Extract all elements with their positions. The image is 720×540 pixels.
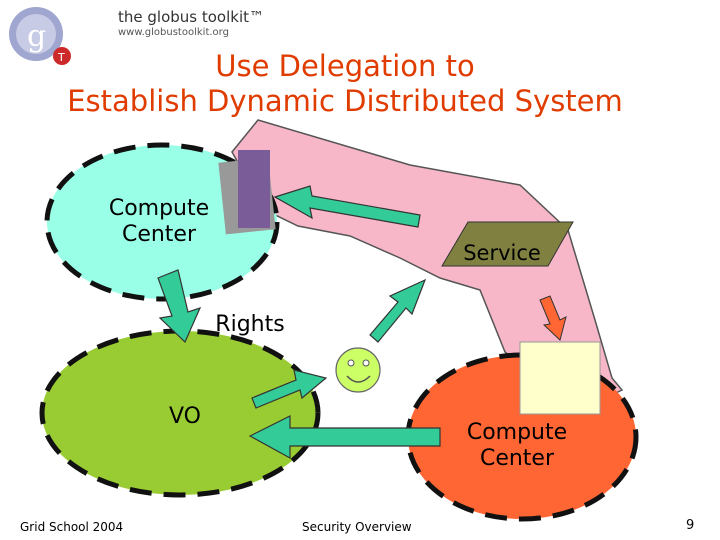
footer-left: Grid School 2004 <box>20 520 124 534</box>
compute-center-1-label: Compute Center <box>108 196 210 247</box>
globus-logo: g T <box>9 7 71 65</box>
arrow-user-to-service <box>369 278 427 343</box>
footer-center: Security Overview <box>302 520 412 534</box>
arrow-vo-to-user <box>251 369 328 409</box>
arrow-service-to-cc2 <box>539 295 567 341</box>
rights-label: Rights <box>215 312 285 337</box>
svg-text:g: g <box>27 19 46 54</box>
credential-box-cc2 <box>519 341 601 415</box>
credential-square <box>238 150 270 228</box>
page-number: 9 <box>686 518 695 533</box>
compute-center-1-node <box>44 142 280 302</box>
vo-label: VO <box>169 404 201 429</box>
service-box <box>441 221 574 267</box>
arrow-service-to-cc1 <box>273 185 421 228</box>
slide-title-line-2: Establish Dynamic Distributed System <box>67 84 623 118</box>
arrow-cc2-to-vo <box>248 415 441 460</box>
svg-text:T: T <box>57 51 65 64</box>
logo-url: www.globustoolkit.org <box>118 27 229 38</box>
service-label: Service <box>463 241 541 265</box>
logo-name: the globus toolkit™ <box>118 8 265 26</box>
compute-center-2-label: Compute Center <box>466 420 568 471</box>
user-smiley-icon <box>335 347 381 393</box>
arrow-cc1-to-vo <box>157 269 202 344</box>
slide-title-line-1: Use Delegation to <box>215 49 475 83</box>
